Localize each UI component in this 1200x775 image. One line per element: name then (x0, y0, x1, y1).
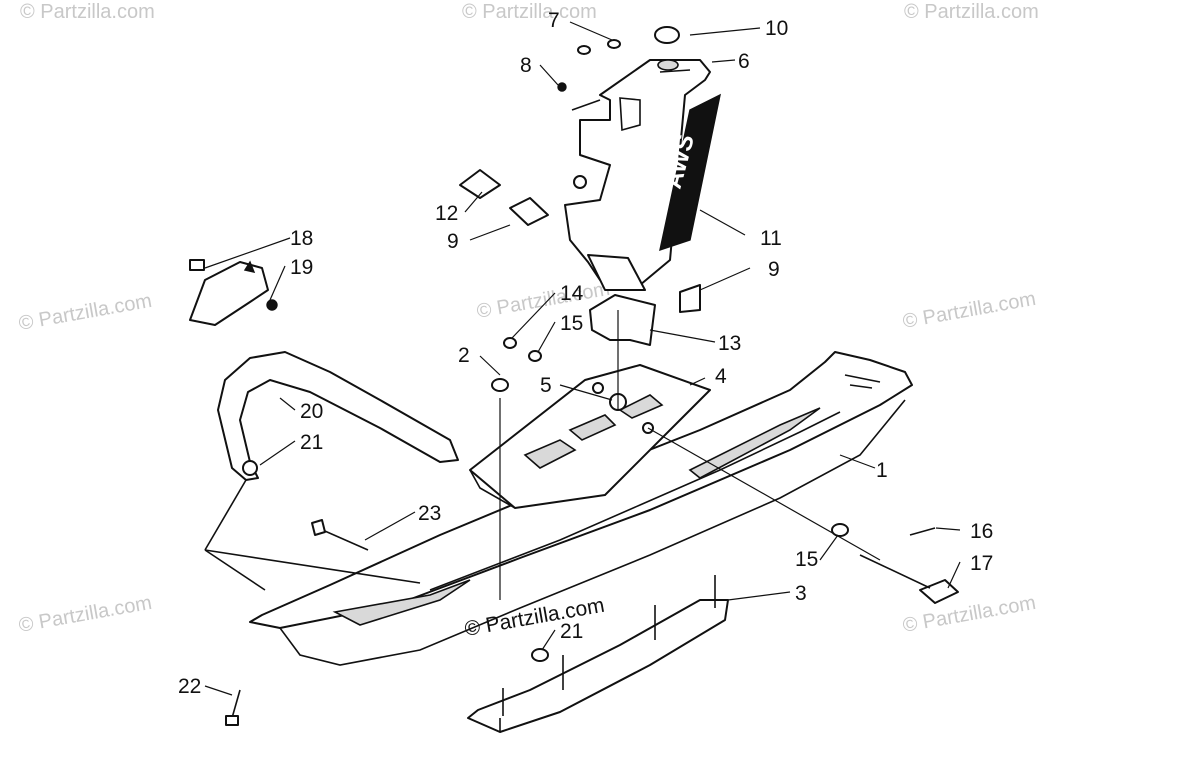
bushing-12 (459, 169, 501, 199)
callout-21-bottom: 21 (560, 620, 583, 643)
callout-21-top: 21 (300, 431, 323, 454)
callout-labels: 1 2 3 4 5 6 7 8 9 9 10 11 12 13 14 15 15… (178, 9, 993, 698)
hardware (225, 39, 959, 726)
watermark-mid-right: © Partzilla.com (901, 288, 1038, 333)
bushing-9-left (509, 197, 549, 226)
callout-22: 22 (178, 675, 201, 698)
bushing-9-right (679, 284, 701, 313)
callout-19: 19 (290, 256, 313, 279)
callout-2: 2 (458, 344, 470, 367)
loop-bracket (189, 259, 278, 326)
callout-18: 18 (290, 227, 313, 250)
callout-16: 16 (970, 520, 993, 543)
watermark-top-center: © Partzilla.com (462, 1, 597, 23)
watermark-bottom-right: © Partzilla.com (901, 592, 1038, 637)
callout-14: 14 (560, 282, 584, 305)
watermark-top-left: © Partzilla.com (20, 1, 155, 23)
callout-11: 11 (760, 227, 782, 250)
callout-8: 8 (520, 54, 532, 77)
callout-20: 20 (300, 400, 323, 423)
watermark-bottom-left: © Partzilla.com (17, 592, 154, 637)
callout-13: 13 (718, 332, 741, 355)
callout-1: 1 (876, 459, 888, 482)
callout-5: 5 (540, 374, 552, 397)
callout-6: 6 (738, 50, 750, 73)
callout-15-top: 15 (560, 312, 583, 335)
callout-4: 4 (715, 365, 727, 388)
ski-loop (204, 351, 459, 591)
callout-3: 3 (795, 582, 807, 605)
watermark-top-right: © Partzilla.com (904, 1, 1039, 23)
callout-23: 23 (418, 502, 441, 525)
leader-lines (204, 21, 961, 696)
callout-9-right: 9 (768, 258, 780, 281)
callout-10: 10 (765, 17, 788, 40)
callout-17: 17 (970, 552, 993, 575)
bushing-13 (589, 294, 656, 346)
watermark-mid-left: © Partzilla.com (17, 290, 154, 335)
callout-12: 12 (435, 202, 458, 225)
callout-7: 7 (548, 9, 560, 32)
spindle-housing: AWS (564, 26, 721, 291)
callout-15-bottom: 15 (795, 548, 818, 571)
watermark-center-dark: © Partzilla.com (463, 594, 606, 641)
callout-9-left: 9 (447, 230, 459, 253)
